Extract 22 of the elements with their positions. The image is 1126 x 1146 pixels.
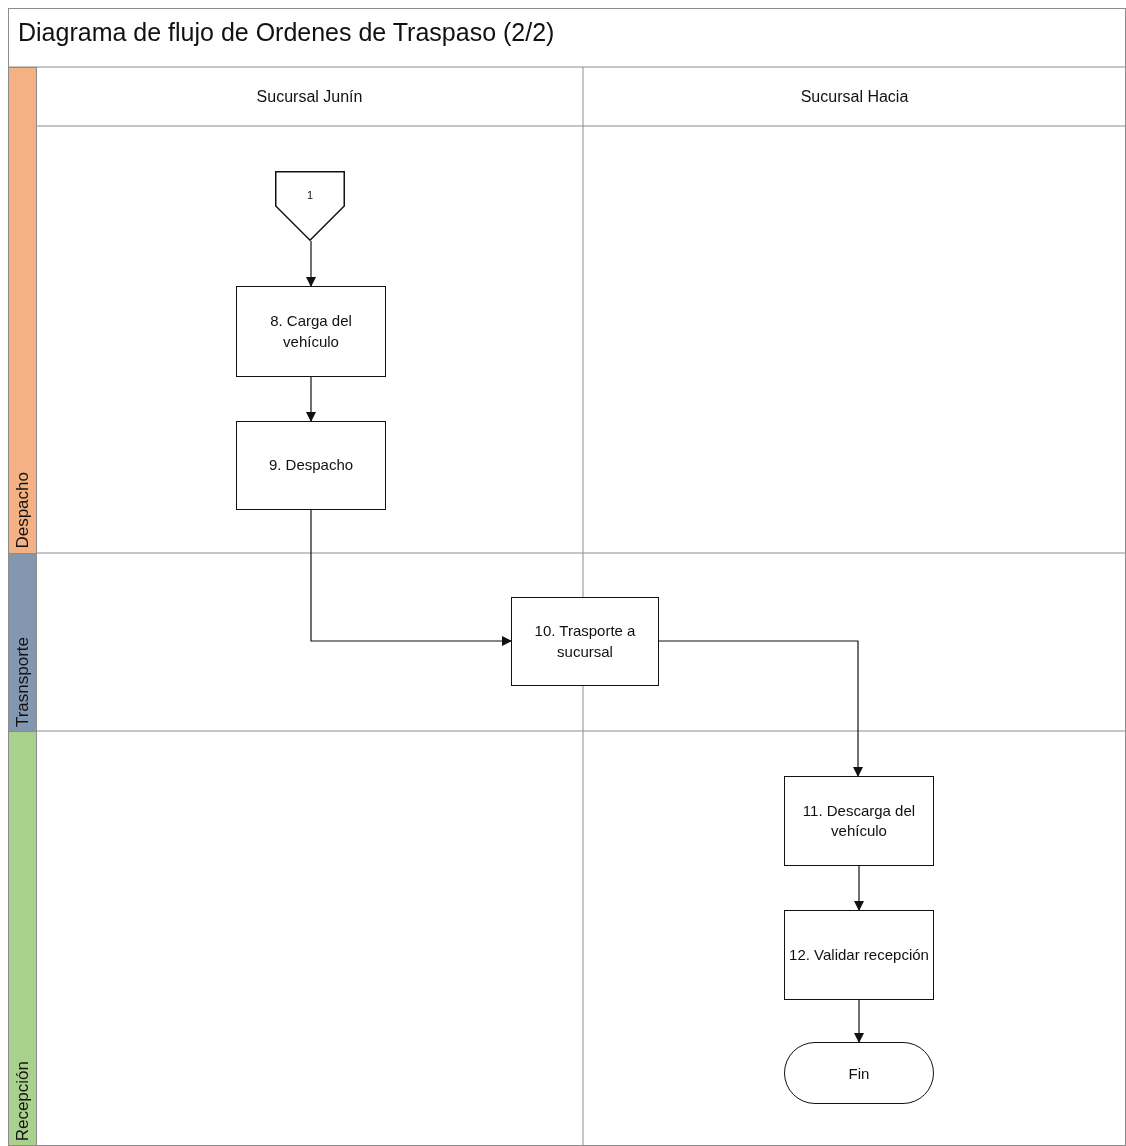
process-box: 12. Validar recepción bbox=[784, 910, 934, 1000]
arrow bbox=[854, 999, 864, 1043]
process-box: 9. Despacho bbox=[236, 421, 386, 510]
process-box: 10. Trasporte a sucursal bbox=[511, 597, 659, 686]
terminator: Fin bbox=[784, 1042, 934, 1104]
arrow bbox=[306, 376, 316, 422]
lane-label: Recepción bbox=[12, 1060, 33, 1141]
column-header: Sucursal Hacia bbox=[800, 87, 909, 106]
process-box: 8. Carga del vehículo bbox=[236, 286, 386, 377]
swimlane-band bbox=[8, 67, 37, 554]
arrow bbox=[306, 240, 316, 287]
arrow bbox=[854, 865, 864, 911]
arrow bbox=[658, 640, 863, 777]
diagram-title: Diagrama de flujo de Ordenes de Traspaso (2/2) bbox=[18, 18, 555, 47]
swimlane-band bbox=[8, 553, 37, 732]
connector-number: 1 bbox=[306, 189, 314, 201]
process-box: 11. Descarga del vehículo bbox=[784, 776, 934, 866]
lane-label: Despacho bbox=[12, 472, 33, 549]
column-header: Sucursal Junín bbox=[256, 87, 363, 106]
swimlane-band bbox=[8, 731, 37, 1146]
arrow bbox=[310, 509, 512, 646]
lane-label: Trasnsporte bbox=[12, 636, 33, 727]
